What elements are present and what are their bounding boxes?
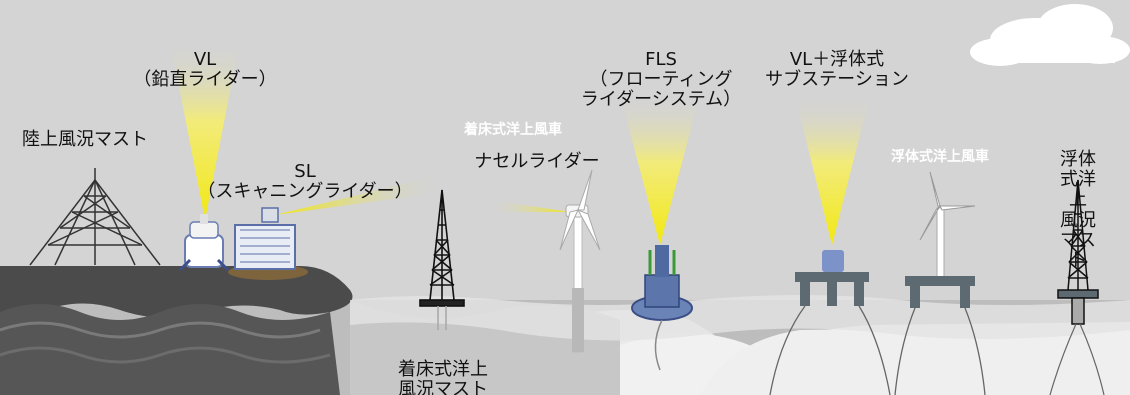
label-vl-line1: VL <box>193 49 217 71</box>
label-vl-floating-substation: VL＋浮体式 サブステーション <box>765 30 909 90</box>
label-fixed-turbine: 着床式洋上風車 <box>464 122 562 138</box>
label-fixed-mast-line2: 風況マスト <box>398 379 488 395</box>
label-vl-line2: （鉛直ライダー） <box>133 69 277 91</box>
land-met-mast-icon <box>29 168 161 266</box>
fls-beam <box>620 95 700 245</box>
cloud-icon <box>970 4 1130 66</box>
label-nacelle-lidar: ナセルライダー <box>474 151 600 172</box>
label-sl-line2: （スキャニングライダー） <box>197 181 413 203</box>
wave-line <box>0 321 321 339</box>
label-fixed-mast-line1: 着床式洋上 <box>398 359 488 381</box>
substation-vl-beam <box>795 95 870 245</box>
label-land-mast: 陸上風況マスト <box>22 129 148 150</box>
label-floating-mast-line2: 風況マスト <box>1060 209 1096 271</box>
scanning-lidar-device-icon <box>228 207 308 280</box>
floating-substation-icon <box>769 250 891 395</box>
label-sl: SL （スキャニングライダー） <box>197 142 412 202</box>
nacelle-lidar-beam <box>490 200 570 212</box>
label-sl-line1: SL <box>294 161 316 183</box>
label-fls-line2: （フローティング <box>589 69 733 91</box>
label-floating-turbine: 浮体式洋上風車 <box>891 149 989 165</box>
sl-beam <box>275 175 445 215</box>
label-substation-line1: VL＋浮体式 <box>789 49 885 71</box>
floating-lidar-buoy-icon <box>631 245 693 371</box>
label-floating-mast: 浮体式洋上 風況マスト <box>1052 130 1104 271</box>
label-fls: FLS （フローティング ライダーシステム） <box>581 30 741 111</box>
land-lower <box>0 304 340 395</box>
label-fls-line3: ライダーシステム） <box>580 89 742 111</box>
vl-beam <box>170 40 240 220</box>
vertical-lidar-device-icon <box>178 214 230 272</box>
wave-line-2 <box>0 346 331 364</box>
water-surface <box>350 295 1130 341</box>
label-substation-line2: サブステーション <box>765 69 909 91</box>
fixed-offshore-met-mast-icon <box>419 189 465 330</box>
label-floating-mast-line1: 浮体式洋上 <box>1060 149 1096 211</box>
floating-offshore-turbine-icon <box>894 171 986 395</box>
fixed-offshore-turbine-icon <box>559 169 601 353</box>
label-vl: VL （鉛直ライダー） <box>133 30 276 90</box>
label-fixed-mast: 着床式洋上 風況マスト <box>398 340 488 395</box>
floating-met-mast-icon <box>1049 179 1105 395</box>
seabed-fill <box>700 325 1130 395</box>
label-fls-line1: FLS <box>645 49 677 71</box>
